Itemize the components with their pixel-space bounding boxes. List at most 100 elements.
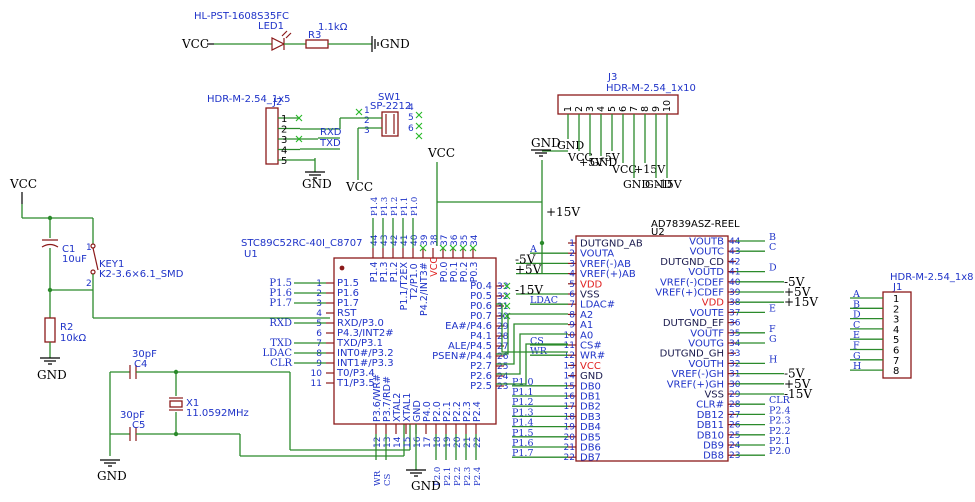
j2-pin-2[interactable]: 2 — [278, 125, 300, 136]
sw1-switch-symbol[interactable] — [381, 111, 399, 137]
x1-crystal-symbol[interactable] — [169, 397, 183, 411]
j1-pin-4[interactable]: 4C — [850, 320, 899, 336]
r3-resistor-symbol[interactable] — [305, 39, 329, 49]
j3-pin-10[interactable]: 10-15V — [656, 100, 683, 191]
j2-pin-5[interactable]: 5 — [278, 156, 300, 167]
j1-pin-3[interactable]: 3D — [850, 310, 899, 326]
j2-pin-1[interactable]: 1 — [278, 114, 303, 125]
c1-capacitor-symbol[interactable] — [41, 239, 59, 248]
j2-pin-4[interactable]: 4 — [278, 146, 300, 157]
led-diode-symbol[interactable] — [271, 37, 286, 51]
j3-pin-3[interactable]: 3+5V — [579, 106, 604, 169]
j2-connector-body[interactable] — [265, 107, 279, 165]
j1-pin-1[interactable]: 1A — [850, 289, 899, 305]
j3-pin-5[interactable]: 5-5V — [601, 106, 621, 164]
j1-pin-5[interactable]: 5E — [850, 330, 899, 346]
j2-pin-3[interactable]: 3 — [278, 135, 303, 146]
u1-chip-body[interactable] — [333, 257, 497, 425]
key1-switch-symbol[interactable] — [90, 243, 99, 275]
j1-connector-body[interactable] — [882, 291, 912, 379]
j1-pin-8[interactable]: 8H — [850, 361, 899, 377]
j3-connector-body[interactable] — [557, 94, 679, 115]
j1-pin-6[interactable]: 6F — [850, 341, 899, 357]
j1-pin-2[interactable]: 2B — [850, 299, 899, 315]
